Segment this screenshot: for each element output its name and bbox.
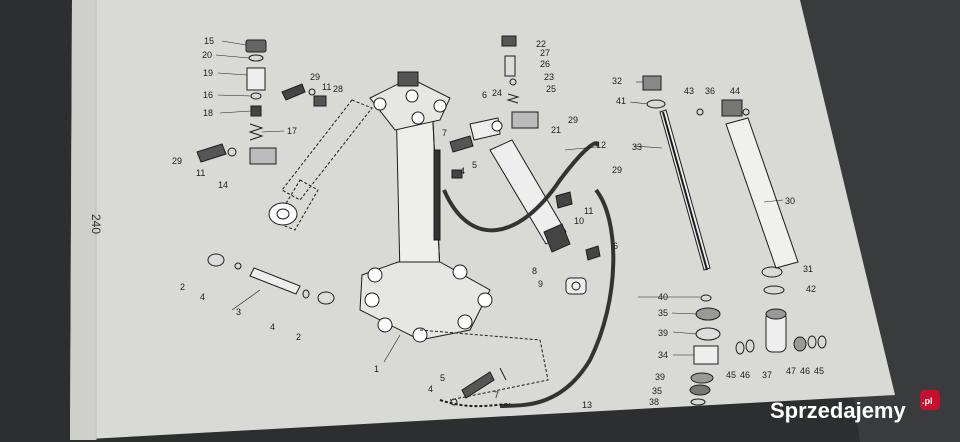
desk-edge-shading	[800, 0, 960, 442]
label-21: 21	[551, 125, 561, 135]
label-38: 38	[649, 397, 659, 407]
label-6-top: 6	[482, 90, 487, 100]
label-15: 15	[204, 36, 214, 46]
phantom-frame	[419, 329, 549, 401]
fitting-29-top	[281, 83, 327, 107]
hose-part-13	[499, 188, 616, 408]
part-labels: 15 20 19 16 18 17 29 11 28 29 11 14 22 2…	[172, 36, 824, 410]
label-24: 24	[492, 88, 502, 98]
label-29-left: 29	[172, 156, 182, 166]
label-13: 13	[582, 400, 592, 410]
label-9: 9	[538, 279, 543, 289]
label-34: 34	[658, 350, 668, 360]
label-4-left: 4	[200, 292, 205, 302]
rod-part-33	[642, 75, 711, 271]
watermark-suffix: .pl	[922, 396, 933, 406]
label-22: 22	[536, 39, 546, 49]
phantom-eye-end	[268, 202, 298, 226]
label-1: 1	[374, 364, 379, 374]
label-35-lower: 35	[652, 386, 662, 396]
label-18: 18	[203, 108, 213, 118]
label-32: 32	[612, 76, 622, 86]
cylinder-part-8	[489, 111, 571, 253]
part-5-bolt	[449, 117, 503, 153]
label-31: 31	[803, 264, 813, 274]
page-number: 240	[89, 214, 103, 234]
label-39-upper: 39	[658, 328, 668, 338]
label-7-top: 7	[442, 128, 447, 138]
part-9-clamp	[555, 191, 601, 295]
label-33: 33	[632, 142, 642, 152]
hose-phantom	[439, 399, 511, 408]
page-gutter-shadow	[70, 0, 96, 440]
label-3: 3	[236, 307, 241, 317]
label-25: 25	[546, 84, 556, 94]
label-8: 8	[532, 266, 537, 276]
label-16: 16	[203, 90, 213, 100]
label-29-top: 29	[310, 72, 320, 82]
label-4-mid: 4	[270, 322, 275, 332]
label-46-right: 46	[800, 366, 810, 376]
pin-assembly-lower-left	[207, 253, 335, 305]
label-4-bottom: 4	[428, 384, 433, 394]
label-29-mid: 29	[568, 115, 578, 125]
label-7-bottom: 7	[494, 390, 499, 400]
label-14: 14	[218, 180, 228, 190]
part-4-nut	[451, 169, 463, 179]
label-28: 28	[333, 84, 343, 94]
label-39-lower: 39	[655, 372, 665, 382]
tube-part-30	[696, 99, 799, 269]
phantom-cylinder	[274, 99, 373, 231]
label-23: 23	[544, 72, 554, 82]
label-19: 19	[203, 68, 213, 78]
hose-part-12	[442, 141, 599, 233]
label-47: 47	[786, 366, 796, 376]
label-46-left: 46	[740, 370, 750, 380]
end-fitting-37	[735, 308, 827, 355]
label-45-right: 45	[814, 366, 824, 376]
label-43: 43	[684, 86, 694, 96]
exploded-diagram	[196, 35, 827, 408]
label-11-top: 11	[322, 82, 331, 92]
label-20: 20	[202, 50, 212, 60]
label-27: 27	[540, 48, 550, 58]
label-42: 42	[806, 284, 816, 294]
valve-stack-right	[501, 35, 520, 104]
label-2-left: 2	[180, 282, 185, 292]
watermark-text: Sprzedajemy	[770, 398, 906, 423]
label-17: 17	[287, 126, 297, 136]
label-36: 36	[705, 86, 715, 96]
label-29-right: 29	[612, 165, 622, 175]
label-11-right: 11	[584, 206, 593, 216]
label-5-bottom: 5	[440, 373, 445, 383]
label-37: 37	[762, 370, 772, 380]
label-35-upper: 35	[658, 308, 668, 318]
label-44: 44	[730, 86, 740, 96]
valve-stack-left	[245, 39, 267, 141]
label-40: 40	[658, 292, 668, 302]
pin-assembly-lower-center	[450, 367, 507, 406]
watermark-logo: Sprzedajemy .pl	[770, 390, 940, 423]
manual-page	[70, 0, 895, 440]
watermark-badge	[920, 390, 940, 410]
label-12: 12	[596, 140, 606, 150]
label-41: 41	[616, 96, 626, 106]
main-column-part	[359, 71, 493, 343]
seal-stack-right	[689, 266, 785, 406]
label-45-left: 45	[726, 370, 736, 380]
label-4-top: 4	[460, 166, 465, 176]
label-6-right: 6	[613, 241, 618, 251]
label-26: 26	[540, 59, 550, 69]
label-2-right: 2	[296, 332, 301, 342]
label-11-left: 11	[196, 168, 205, 178]
leader-lines	[215, 40, 784, 363]
label-10: 10	[574, 216, 584, 226]
label-5-top: 5	[472, 160, 477, 170]
fitting-29-left	[196, 143, 277, 165]
label-30: 30	[785, 196, 795, 206]
